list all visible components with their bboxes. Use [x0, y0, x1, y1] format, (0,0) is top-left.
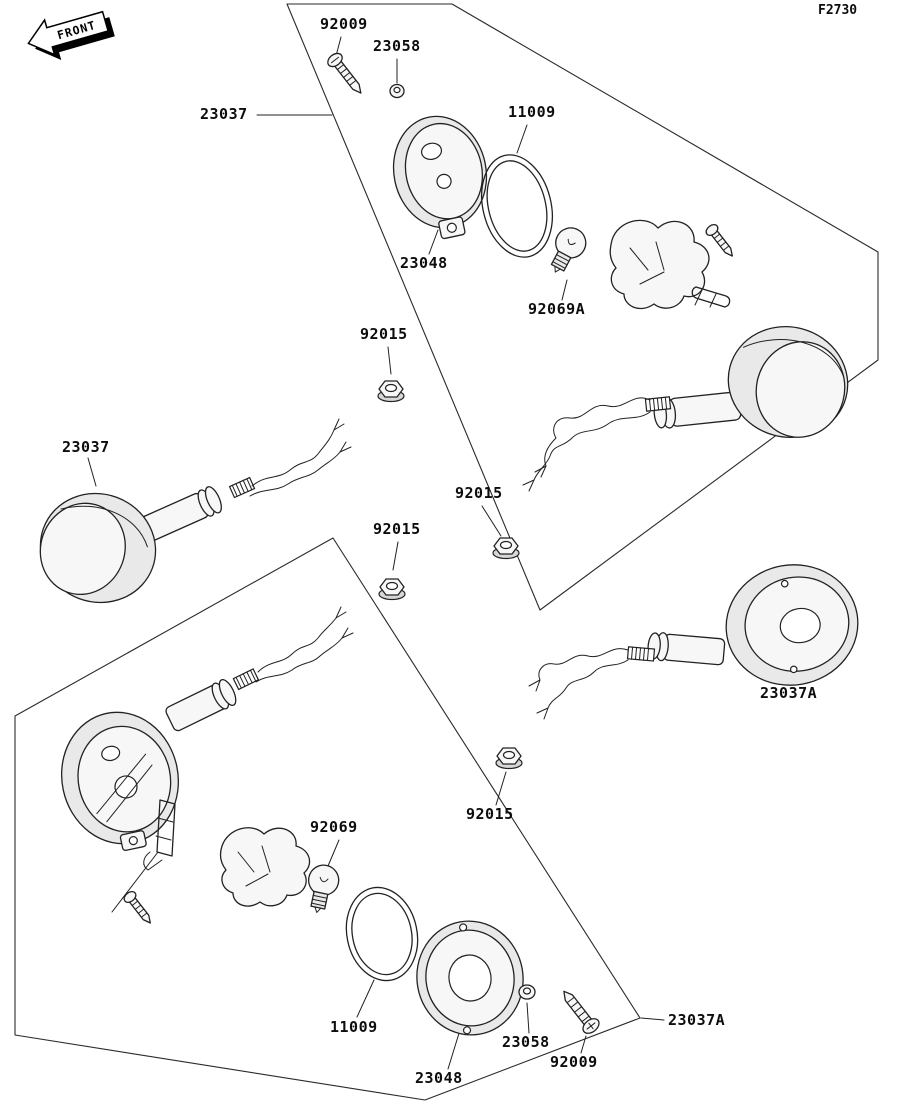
part-label-23058-top: 23058	[373, 37, 421, 55]
housing-23048-top-drawing	[392, 115, 488, 240]
socket-bracket-bottom-drawing	[219, 827, 311, 907]
part-label-92015-a: 92015	[360, 325, 408, 343]
part-label-92069: 92069	[310, 818, 358, 836]
part-label-23048-bottom: 23048	[415, 1069, 463, 1087]
nut-92015-b-drawing	[492, 537, 520, 560]
gasket-11009-top-drawing	[481, 154, 553, 258]
part-label-92015-d: 92015	[466, 805, 514, 823]
part-label-23048-top: 23048	[400, 254, 448, 272]
part-label-92015-b: 92015	[455, 484, 503, 502]
bulb-92069a-drawing	[550, 227, 587, 273]
part-label-92009-bottom: 92009	[550, 1053, 598, 1071]
washer-23058-bottom-drawing	[518, 984, 536, 1000]
signal-assembly-top-right-drawing	[522, 326, 849, 492]
nut-92015-d-drawing	[495, 747, 523, 770]
part-label-23037-left: 23037	[62, 438, 110, 456]
bulb-92069-drawing	[308, 864, 340, 913]
part-label-23037a-right: 23037A	[760, 684, 818, 702]
signal-assembly-left-drawing	[39, 418, 352, 604]
nut-92015-c-drawing	[378, 578, 406, 601]
figure-code: F2730	[818, 3, 858, 18]
assembly-box-bottom	[14, 537, 641, 1101]
washer-23058-top-drawing	[389, 83, 405, 99]
signal-housing-bottom-drawing	[60, 606, 354, 852]
bracket-screw-top-drawing	[705, 224, 733, 257]
part-label-11009-bottom: 11009	[330, 1018, 378, 1036]
assembly-box-top	[286, 3, 879, 611]
signal-assembly-right-drawing	[528, 564, 859, 720]
part-label-92015-c: 92015	[373, 520, 421, 538]
front-arrow-icon	[27, 10, 109, 56]
part-label-23037a-box: 23037A	[668, 1011, 726, 1029]
part-label-23037-box: 23037	[200, 105, 248, 123]
front-direction-marker: FRONT	[27, 10, 115, 60]
part-label-92069a: 92069A	[528, 300, 586, 318]
part-label-23058-bottom: 23058	[502, 1033, 550, 1051]
screw-92009-bottom-drawing	[563, 990, 600, 1034]
clamp-top-drawing	[691, 286, 731, 308]
leader-lines	[87, 36, 813, 1070]
screw-92009-top-drawing	[327, 52, 362, 94]
nut-92015-a-drawing	[377, 380, 405, 403]
clamp-bottom-drawing	[111, 799, 176, 913]
screw-clamp-bottom-drawing	[123, 891, 151, 924]
gasket-11009-bottom-drawing	[345, 886, 419, 982]
lens-23048-bottom-drawing	[416, 920, 524, 1036]
socket-bracket-top-drawing	[609, 219, 710, 310]
part-label-92009-top: 92009	[320, 15, 368, 33]
part-label-11009-top: 11009	[508, 103, 556, 121]
